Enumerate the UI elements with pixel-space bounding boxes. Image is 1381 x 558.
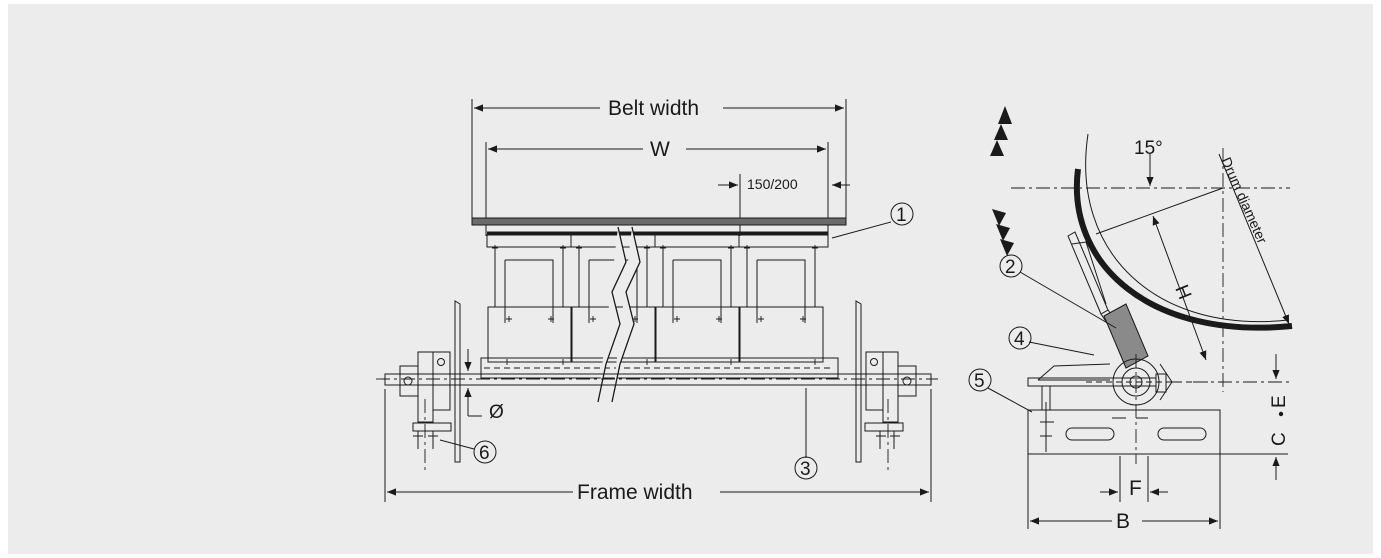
- bolt-crosses: [492, 245, 818, 365]
- b-label: B: [1116, 510, 1130, 533]
- drum-diameter-label: Drum diameter: [1218, 155, 1270, 246]
- callout-1: 1: [831, 202, 914, 239]
- h-label: H: [1170, 282, 1195, 303]
- shaft: [376, 373, 938, 386]
- base-plate: [480, 357, 839, 379]
- c-dimension: [1220, 453, 1288, 480]
- belt: [471, 217, 847, 226]
- drum-belt: [1073, 168, 1293, 331]
- frame-width-label: Frame width: [577, 481, 693, 504]
- scraper-blade: [1103, 303, 1149, 369]
- belt-width-dimension: [471, 99, 847, 222]
- belt-direction-arrows-down: [992, 209, 1014, 256]
- f-label: F: [1129, 477, 1142, 500]
- pivot-housing: [1027, 354, 1208, 464]
- side-view: 15° Drum diameter H: [968, 106, 1293, 533]
- callout-5: 5: [968, 368, 1033, 413]
- e-dimension: [1168, 354, 1293, 417]
- drawing-canvas: Belt width W 150/200: [8, 4, 1373, 554]
- b-dimension: [1027, 454, 1221, 529]
- technical-drawing: Belt width W 150/200: [376, 97, 1293, 533]
- spring-elements: [487, 246, 824, 363]
- callout-6: 6: [439, 439, 497, 464]
- offset-label: 150/200: [747, 176, 798, 192]
- right-mount: [855, 300, 917, 472]
- belt-direction-arrows-up: [990, 106, 1012, 156]
- svg-text:6: 6: [479, 443, 490, 464]
- diameter-indicator: [464, 349, 482, 417]
- belt-width-label: Belt width: [608, 97, 699, 120]
- frame-width-dimension: [384, 389, 932, 502]
- svg-text:2: 2: [1005, 257, 1016, 278]
- drum-outline: [1085, 133, 1289, 322]
- offset-dimension: [718, 174, 850, 236]
- svg-text:3: 3: [800, 459, 811, 480]
- callout-3: 3: [794, 388, 818, 480]
- svg-text:5: 5: [974, 371, 985, 392]
- blade-tips: [486, 234, 829, 248]
- callout-2: 2: [999, 254, 1117, 329]
- base-bracket: [1027, 386, 1221, 455]
- w-label: W: [650, 138, 670, 161]
- diameter-symbol: Ø: [489, 402, 504, 423]
- angle-label: 15°: [1134, 138, 1163, 159]
- front-view: Belt width W 150/200: [376, 97, 938, 504]
- left-mount: [399, 300, 461, 472]
- break-line: [597, 226, 641, 403]
- c-label: C: [1269, 432, 1290, 446]
- callout-4: 4: [1008, 326, 1095, 356]
- svg-text:4: 4: [1014, 329, 1025, 350]
- svg-text:1: 1: [896, 205, 907, 226]
- e-label: E: [1269, 395, 1290, 408]
- f-dimension: [1100, 456, 1168, 502]
